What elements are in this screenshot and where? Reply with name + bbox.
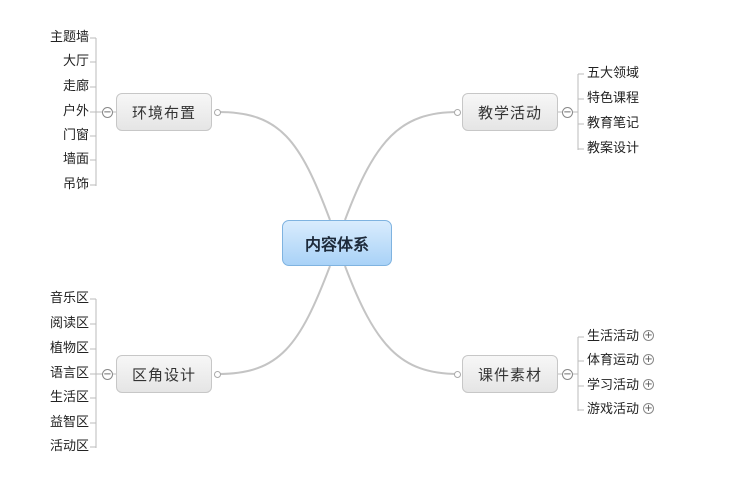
expand-button[interactable]: +	[643, 403, 655, 414]
expand-button[interactable]: +	[643, 354, 655, 365]
leaf-item[interactable]: 户外	[62, 104, 89, 119]
leaf-label: 游戏活动	[587, 402, 640, 417]
leaf-item[interactable]: 体育运动+	[587, 353, 655, 369]
leaf-item[interactable]: 益智区	[49, 415, 89, 430]
topic-courseware[interactable]: 课件素材	[462, 355, 558, 393]
connector-dot	[214, 109, 221, 116]
leaf-item[interactable]: 五大领域	[587, 66, 640, 81]
leaf-item[interactable]: 教案设计	[587, 141, 640, 156]
leaf-item[interactable]: 活动区	[49, 439, 89, 454]
connector-dot	[454, 371, 461, 378]
collapse-courseware-button[interactable]: −	[562, 369, 573, 380]
central-topic[interactable]: 内容体系	[282, 220, 392, 266]
leaf-item[interactable]: 语言区	[49, 366, 89, 381]
leaf-item[interactable]: 游戏活动+	[587, 402, 655, 418]
topic-corner[interactable]: 区角设计	[116, 355, 212, 393]
leaf-item[interactable]: 主题墙	[49, 30, 89, 45]
collapse-corner-button[interactable]: −	[102, 369, 113, 380]
leaf-label: 学习活动	[587, 378, 640, 393]
collapse-environment-button[interactable]: −	[102, 107, 113, 118]
leaf-item[interactable]: 教育笔记	[587, 116, 640, 131]
leaf-item[interactable]: 阅读区	[49, 316, 89, 331]
connector-dot	[214, 371, 221, 378]
leaf-item[interactable]: 学习活动+	[587, 378, 655, 394]
expand-button[interactable]: +	[643, 330, 655, 341]
leaf-item[interactable]: 生活活动+	[587, 329, 655, 345]
collapse-teaching-button[interactable]: −	[562, 107, 573, 118]
leaf-item[interactable]: 大厅	[62, 54, 89, 69]
leaf-label: 体育运动	[587, 353, 640, 368]
leaf-item[interactable]: 特色课程	[587, 91, 640, 106]
leaf-item[interactable]: 吊饰	[62, 177, 89, 192]
expand-button[interactable]: +	[643, 379, 655, 390]
topic-environment[interactable]: 环境布置	[116, 93, 212, 131]
leaf-item[interactable]: 生活区	[49, 390, 89, 405]
connector-dot	[454, 109, 461, 116]
leaf-label: 生活活动	[587, 329, 640, 344]
leaf-item[interactable]: 音乐区	[49, 291, 89, 306]
leaf-item[interactable]: 门窗	[62, 128, 89, 143]
leaf-item[interactable]: 植物区	[49, 341, 89, 356]
leaf-item[interactable]: 走廊	[62, 79, 89, 94]
leaf-item[interactable]: 墙面	[62, 152, 89, 167]
topic-teaching[interactable]: 教学活动	[462, 93, 558, 131]
